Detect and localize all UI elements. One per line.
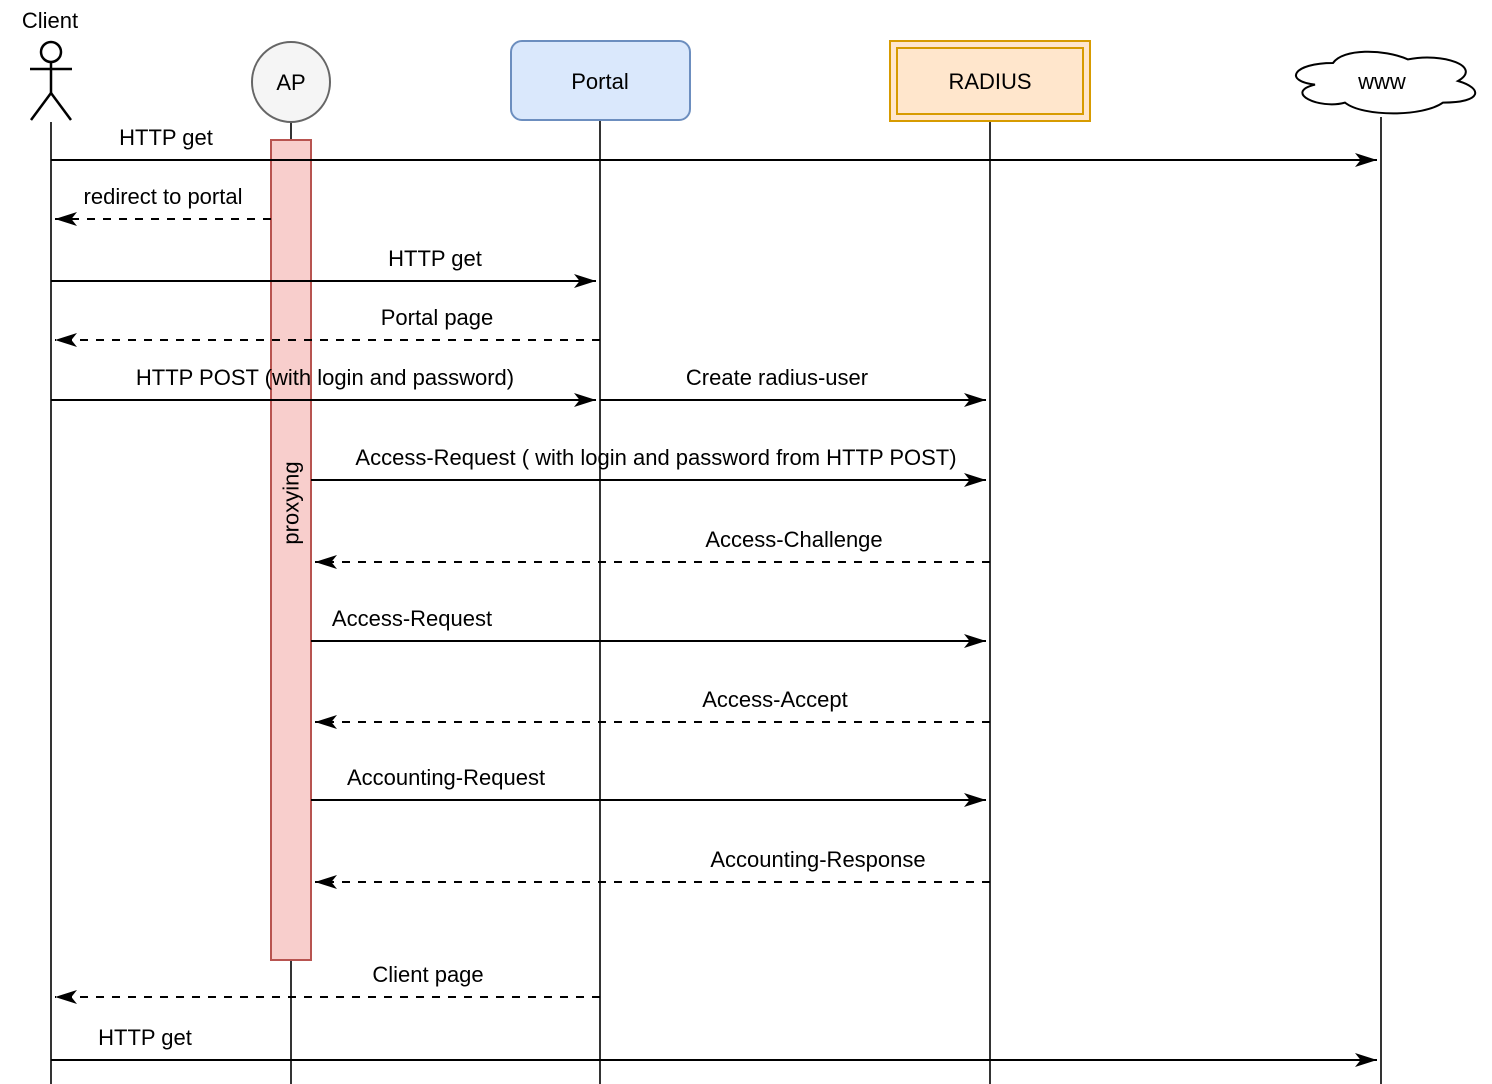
message-access-accept: Access-Accept: [315, 687, 990, 729]
message-http-get-2: HTTP get: [51, 246, 596, 288]
actor-radius: RADIUS: [889, 40, 1091, 122]
actor-www-label: www: [1357, 69, 1406, 94]
actor-portal-label: Portal: [571, 69, 628, 94]
portal-box: [510, 40, 691, 121]
message-label: Access-Accept: [702, 687, 848, 712]
message-label: Access-Challenge: [705, 527, 882, 552]
actor-www: www: [1294, 50, 1477, 115]
message-label: Portal page: [381, 305, 494, 330]
message-label: redirect to portal: [84, 184, 243, 209]
message-http-get-1: HTTP get: [51, 125, 1377, 167]
message-client-page: Client page: [55, 962, 600, 1004]
message-access-request: Access-Request: [311, 606, 986, 648]
cloud-icon: [1294, 50, 1477, 115]
message-label: HTTP get: [388, 246, 482, 271]
message-redirect-to-portal: redirect to portal: [55, 184, 271, 226]
message-http-get-3: HTTP get: [51, 1025, 1377, 1067]
message-label: Access-Request ( with login and password…: [355, 445, 956, 470]
lifelines: [50, 117, 1382, 1084]
messages: HTTP get redirect to portal HTTP get Por…: [51, 125, 1377, 1067]
actor-client: Client: [22, 8, 78, 121]
message-label: Client page: [372, 962, 483, 987]
message-label: HTTP get: [98, 1025, 192, 1050]
actor-ap-label: AP: [276, 70, 305, 95]
message-create-radius-user: Create radius-user: [600, 365, 986, 407]
message-label: Create radius-user: [686, 365, 868, 390]
message-label: Accounting-Request: [347, 765, 545, 790]
actor-client-label: Client: [22, 8, 78, 33]
actor-portal: Portal: [510, 40, 691, 121]
message-label: Accounting-Response: [710, 847, 925, 872]
activation-label: proxying: [279, 461, 304, 544]
message-access-challenge: Access-Challenge: [315, 527, 990, 569]
stick-figure-icon: [29, 40, 73, 121]
activation-rect: [270, 139, 312, 961]
actor-radius-label: RADIUS: [948, 69, 1031, 94]
message-accounting-request: Accounting-Request: [311, 765, 986, 807]
message-accounting-response: Accounting-Response: [315, 847, 990, 889]
actor-ap: AP: [251, 41, 331, 123]
radius-box-inner: [896, 47, 1084, 115]
radius-box-outer: [889, 40, 1091, 122]
message-http-post: HTTP POST (with login and password): [51, 365, 596, 407]
message-access-request-full: Access-Request ( with login and password…: [311, 445, 986, 487]
ap-circle: [251, 41, 331, 123]
message-portal-page: Portal page: [55, 305, 600, 347]
activation-bar: proxying: [270, 139, 312, 961]
message-label: HTTP get: [119, 125, 213, 150]
message-label: Access-Request: [332, 606, 492, 631]
message-label: HTTP POST (with login and password): [136, 365, 514, 390]
